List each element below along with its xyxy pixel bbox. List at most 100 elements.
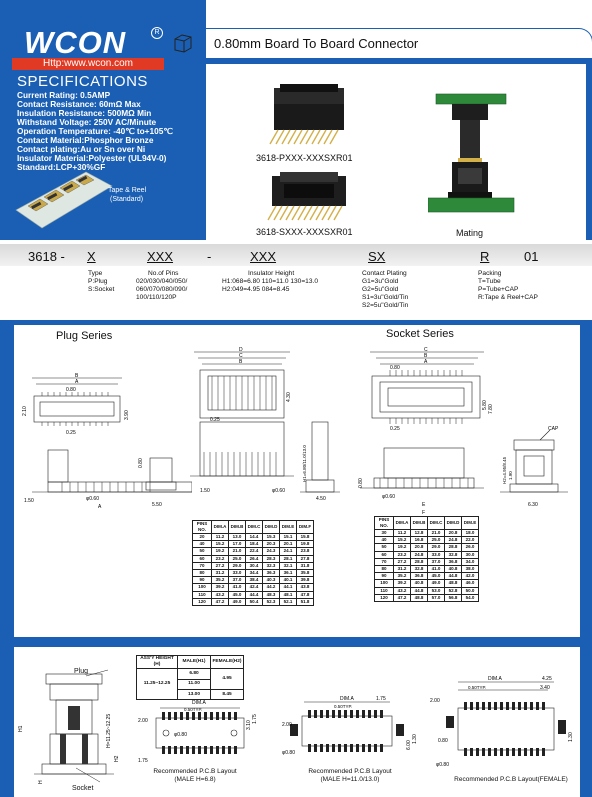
socket-top-pitch: 0.80 bbox=[390, 365, 400, 371]
table-cell: 52.8 bbox=[444, 586, 462, 595]
table-cell: 28.1 bbox=[279, 554, 297, 563]
tape-reel-sub: (Standard) bbox=[110, 196, 144, 203]
plug-front-025: 0.25 bbox=[210, 417, 220, 423]
assy-h-range: H=11.25~12.25 bbox=[106, 714, 112, 748]
table-cell: 31.8 bbox=[296, 561, 314, 570]
pn-height-code: XXX bbox=[250, 249, 277, 264]
assy-h1: H1 bbox=[18, 725, 24, 732]
table-cell: 24.3 bbox=[262, 547, 280, 556]
table-cell: 40 bbox=[192, 540, 212, 549]
table-cell: 36.3 bbox=[262, 568, 280, 578]
pcb2-130: 1.30 bbox=[412, 734, 418, 744]
table-cell: 43.2 bbox=[393, 586, 411, 595]
table-cell: 33.0 bbox=[228, 568, 246, 578]
pcb3-130: 1.30 bbox=[568, 732, 574, 742]
socket-190: 1.90 bbox=[508, 471, 513, 480]
plug-dim-550: 5.50 bbox=[152, 502, 162, 508]
table-cell: 47.2 bbox=[393, 593, 411, 602]
table-cell: 20.8 bbox=[444, 528, 462, 538]
plug-front-150: 1.50 bbox=[200, 488, 210, 494]
table-cell: 24.8 bbox=[410, 550, 428, 559]
table-cell: 47.8 bbox=[296, 590, 314, 599]
spec-line: Insulation Resistance: 500MΩ Min bbox=[17, 108, 152, 118]
table-header-cell: DIM.D bbox=[444, 516, 462, 530]
table-cell: 30.0 bbox=[461, 550, 479, 559]
table-cell: 14.4 bbox=[245, 532, 263, 542]
plug-front-b: B bbox=[239, 359, 243, 365]
table-cell: 29.0 bbox=[427, 543, 445, 552]
table-header-cell: DIM.A bbox=[393, 516, 411, 530]
mating-label: Mating bbox=[456, 228, 484, 238]
plug-dim-a2: A bbox=[98, 504, 102, 510]
table-cell: 42.4 bbox=[245, 583, 263, 592]
table-cell: 41.0 bbox=[228, 583, 246, 592]
socket-cap-label: CAP bbox=[548, 426, 559, 432]
plug-pitch: 0.80 bbox=[66, 387, 76, 393]
table-header-cell: DIM.F bbox=[296, 520, 314, 534]
table-cell: 57.0 bbox=[427, 593, 445, 602]
table-cell: 39.2 bbox=[393, 579, 411, 588]
spec-line: Insulator Material:Polyester (UL94V-0) bbox=[17, 153, 167, 163]
table-cell: 24.1 bbox=[279, 547, 297, 556]
table-cell: 22.4 bbox=[245, 547, 263, 556]
table-cell: 49.0 bbox=[427, 579, 445, 588]
table-cell: 15.2 bbox=[211, 540, 229, 549]
pn-packing-info: Packing T=Tube P=Tube+CAP R:Tape & Reel+… bbox=[478, 270, 538, 301]
table-cell: 44.8 bbox=[444, 572, 462, 581]
pcb1-dima: DIM.A bbox=[192, 700, 207, 706]
table-cell: 35.2 bbox=[211, 576, 229, 585]
table-cell: 15.2 bbox=[393, 536, 411, 545]
pn-type-info: Type P:Plug S:Socket bbox=[88, 270, 115, 293]
table-cell: 46.0 bbox=[461, 579, 479, 588]
table-cell: 22.0 bbox=[461, 536, 479, 545]
table-header-cell: DIM.C bbox=[245, 520, 263, 534]
socket-top-c: C bbox=[424, 347, 428, 353]
spec-line: Operation Temperature: -40℃ to+105℃ bbox=[17, 126, 173, 136]
pn-plating-code: SX bbox=[368, 249, 386, 264]
table-cell: 23.8 bbox=[296, 547, 314, 556]
pcb2-dima: DIM.A bbox=[340, 696, 355, 702]
table-cell: 40.3 bbox=[262, 576, 280, 585]
table-cell: 21.0 bbox=[228, 547, 246, 556]
socket-side-080: 0.80 bbox=[358, 478, 364, 488]
pcb2-caption: Recommended P.C.B Layout (MALE H=11.0/13… bbox=[308, 768, 392, 783]
cube-icon bbox=[174, 34, 192, 53]
table-cell: 120 bbox=[374, 593, 394, 602]
table-cell: 16.8 bbox=[410, 536, 428, 545]
assy-h: H bbox=[38, 780, 44, 784]
table-cell: 44.2 bbox=[262, 583, 280, 592]
spec-line: Contact plating:Au or Sn over Ni bbox=[17, 144, 146, 154]
pcb2-typ: 0.50TYP. bbox=[334, 704, 352, 709]
table-cell: 56.8 bbox=[444, 593, 462, 602]
socket-side-f: F bbox=[422, 510, 425, 516]
table-cell: 11.2 bbox=[211, 532, 229, 542]
socket-callout: Socket bbox=[72, 785, 94, 792]
table-cell: 44.4 bbox=[245, 590, 263, 599]
plug-h1-view: H1=6.80/11.0/13.0 4.50 bbox=[300, 421, 340, 502]
table-cell: 110 bbox=[192, 590, 212, 599]
tape-reel-image bbox=[15, 171, 113, 229]
table-cell: 80 bbox=[192, 568, 212, 578]
pcb-layout-male-68: DIM.A 0.50TYP. 2.00 φ0.80 3.10 1.75 1.75 bbox=[138, 700, 258, 764]
table-cell: 48.3 bbox=[262, 590, 280, 599]
table-cell: 15.1 bbox=[279, 532, 297, 542]
pcb1-175b: 1.75 bbox=[138, 758, 148, 764]
table-cell: 52.1 bbox=[279, 597, 297, 606]
pcb3-phi: φ0.80 bbox=[436, 762, 449, 768]
table-header-cell: DIM.B bbox=[228, 520, 246, 534]
brand-url[interactable]: Http:www.wcon.com bbox=[12, 58, 164, 70]
plug-front-d: D bbox=[239, 347, 243, 353]
table-cell: 37.0 bbox=[427, 557, 445, 566]
assy-h2: H2 bbox=[114, 755, 120, 762]
pn-pins-info: No.of Pins 020/030/040/050/ 060/070/080/… bbox=[136, 270, 188, 301]
table-cell: 27.2 bbox=[211, 561, 229, 570]
plug-photo bbox=[269, 84, 344, 145]
table-cell: 20.3 bbox=[262, 540, 280, 549]
plug-front-view: D C B 0.25 4.30 1.50 φ0.60 bbox=[190, 347, 294, 494]
table-header-cell: DIM.E bbox=[461, 516, 479, 530]
socket-top-view: C B A 0.80 5.80 7.80 0.25 bbox=[370, 347, 494, 432]
